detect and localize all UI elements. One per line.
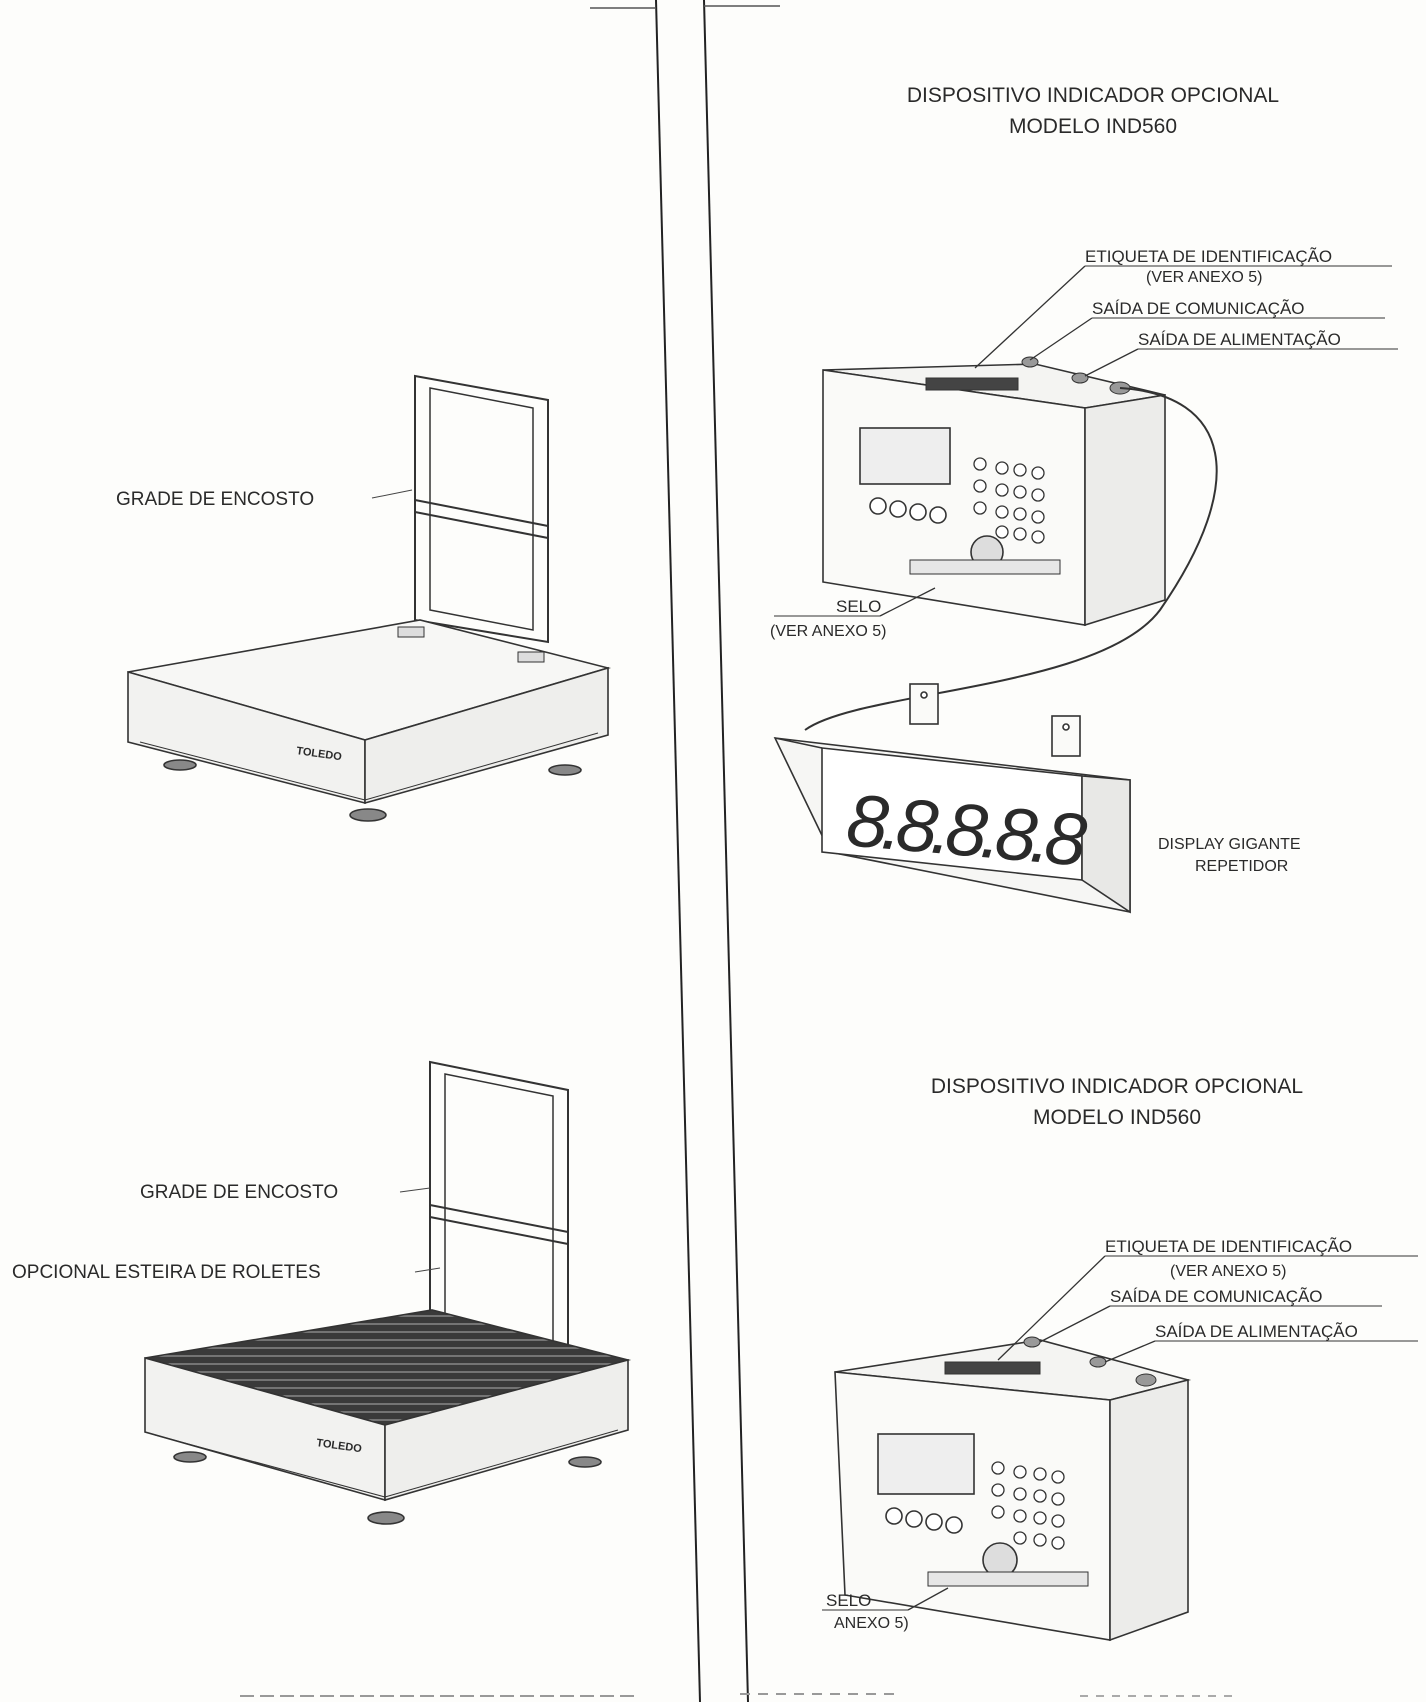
power-label: SAÍDA DE ALIMENTAÇÃO bbox=[1138, 330, 1341, 349]
indicator2-keypad bbox=[991, 1461, 1065, 1550]
seal-leader-2 bbox=[907, 1587, 949, 1611]
seal-label: SELO bbox=[836, 597, 881, 616]
scale-with-rollers: TOLEDO GRADE DE ENCOSTO OPCIONAL ESTEIRA… bbox=[12, 1060, 632, 1525]
left-panel-border bbox=[655, 0, 701, 1702]
right-panel-border bbox=[703, 0, 749, 1702]
seal-ref-2: ANEXO 5) bbox=[834, 1615, 909, 1632]
id-leader bbox=[974, 265, 1086, 369]
indicator-ind560-bottom: DISPOSITIVO INDICADOR OPCIONAL MODELO IN… bbox=[822, 1075, 1418, 1642]
id-leader-2 bbox=[997, 1255, 1106, 1361]
seal-ref: (VER ANEXO 5) bbox=[770, 623, 886, 640]
foot-back-right bbox=[548, 764, 582, 776]
scale-with-backrest: TOLEDO GRADE DE ENCOSTO bbox=[116, 374, 612, 822]
giant-display-repeater: 8.8.8.8.8 DISPLAY GIGANTE REPETIDOR bbox=[773, 683, 1301, 914]
power-label-2: SAÍDA DE ALIMENTAÇÃO bbox=[1155, 1322, 1358, 1341]
indicator-title-line1: DISPOSITIVO INDICADOR OPCIONAL bbox=[907, 84, 1279, 107]
backrest-label: GRADE DE ENCOSTO bbox=[116, 489, 314, 510]
indicator2-title-line2: MODELO IND560 bbox=[1033, 1106, 1201, 1129]
comm-leader-2 bbox=[1039, 1305, 1111, 1343]
power-leader bbox=[1084, 348, 1139, 377]
foot-right bbox=[568, 1456, 602, 1468]
id-ref: (VER ANEXO 5) bbox=[1146, 269, 1262, 286]
foot-front bbox=[367, 1511, 405, 1525]
indicator2-title-line1: DISPOSITIVO INDICADOR OPCIONAL bbox=[931, 1075, 1303, 1098]
indicator-title-line2: MODELO IND560 bbox=[1009, 115, 1177, 138]
indicator-housing bbox=[822, 363, 1166, 627]
roller-platform bbox=[144, 1309, 632, 1525]
comm-leader bbox=[1029, 317, 1093, 361]
foot-front-right bbox=[349, 808, 387, 822]
display-label-line1: DISPLAY GIGANTE bbox=[1158, 836, 1301, 853]
id-ref-2: (VER ANEXO 5) bbox=[1170, 1263, 1286, 1280]
indicator-keypad bbox=[973, 457, 1045, 544]
foot-front-left bbox=[163, 759, 197, 771]
backrest-label-2: GRADE DE ENCOSTO bbox=[140, 1182, 338, 1203]
seal-label-2: SELO bbox=[826, 1591, 871, 1610]
seal-leader bbox=[879, 587, 936, 617]
comm-label-2: SAÍDA DE COMUNICAÇÃO bbox=[1110, 1287, 1323, 1306]
indicator-ind560-top: DISPOSITIVO INDICADOR OPCIONAL MODELO IN… bbox=[770, 84, 1398, 731]
foot-left bbox=[173, 1451, 207, 1463]
indicator2-housing bbox=[834, 1339, 1192, 1642]
cable-to-display bbox=[804, 387, 1218, 731]
id-label-2: ETIQUETA DE IDENTIFICAÇÃO bbox=[1105, 1237, 1352, 1256]
roller-label: OPCIONAL ESTEIRA DE ROLETES bbox=[12, 1262, 321, 1283]
comm-label: SAÍDA DE COMUNICAÇÃO bbox=[1092, 299, 1305, 318]
mounting-bracket-left bbox=[909, 683, 939, 725]
cable-glands-2 bbox=[1023, 1336, 1157, 1387]
mounting-bracket-right bbox=[1051, 715, 1081, 757]
backrest-frame bbox=[414, 374, 549, 644]
power-leader-2 bbox=[1104, 1340, 1156, 1363]
display-label-line2: REPETIDOR bbox=[1195, 858, 1288, 875]
scale-platform bbox=[127, 619, 612, 822]
id-label: ETIQUETA DE IDENTIFICAÇÃO bbox=[1085, 247, 1332, 266]
